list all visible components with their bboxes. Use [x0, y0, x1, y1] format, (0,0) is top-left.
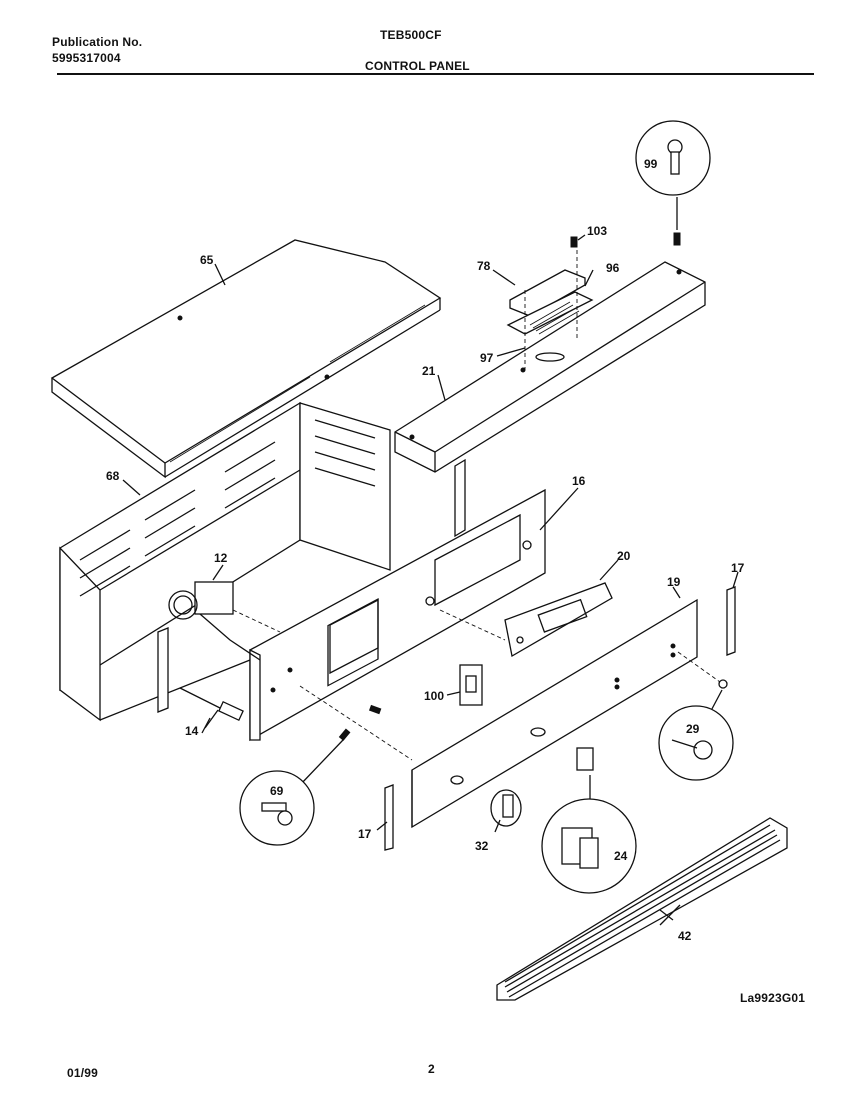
callout-17-right: 17 [731, 561, 745, 575]
callout-32: 32 [475, 839, 489, 853]
callout-42: 42 [678, 929, 692, 943]
inset-circle-69 [239, 770, 315, 846]
publication-number: 5995317004 [52, 51, 121, 65]
callout-65: 65 [200, 253, 214, 267]
callout-16: 16 [572, 474, 586, 488]
callout-69: 69 [270, 784, 284, 798]
lens-assembly-part [506, 250, 594, 370]
inset-circle-29 [658, 705, 734, 781]
screw-103-part [570, 236, 578, 248]
callout-17-left: 17 [358, 827, 372, 841]
callout-14: 14 [185, 724, 199, 738]
callout-68: 68 [106, 469, 120, 483]
inset-circle-24 [541, 798, 637, 894]
knob-part [490, 789, 522, 833]
callout-29: 29 [686, 722, 700, 736]
callout-97: 97 [480, 351, 494, 365]
callout-19: 19 [667, 575, 681, 589]
bottom-grille-part [496, 817, 788, 1001]
callout-20: 20 [617, 549, 631, 563]
wire-harness-part [179, 687, 244, 729]
footer-date: 01/99 [67, 1066, 99, 1080]
inset-circle-99 [635, 120, 711, 196]
callout-100: 100 [424, 689, 444, 703]
screw-99-part [673, 197, 681, 246]
page-number: 2 [428, 1062, 435, 1076]
control-panel-front-part [299, 598, 721, 829]
switch-part [459, 664, 483, 706]
callout-21: 21 [422, 364, 436, 378]
control-bracket-part [249, 488, 546, 742]
rocker-switch-small-part [576, 747, 594, 808]
trim-strip-right-part [726, 586, 736, 656]
callout-leader-lines [122, 234, 739, 921]
top-cover-part [50, 239, 442, 479]
section-title: CONTROL PANEL [365, 59, 470, 73]
callout-78: 78 [477, 259, 491, 273]
callout-103: 103 [587, 224, 607, 238]
trim-strip-left-part [384, 784, 394, 851]
base-housing-part [59, 401, 391, 722]
publication-label: Publication No. [52, 35, 143, 49]
callout-96: 96 [606, 261, 620, 275]
electronic-control-part [439, 582, 613, 658]
callout-12: 12 [214, 551, 228, 565]
thermostat-part [168, 581, 281, 661]
callout-24: 24 [614, 849, 628, 863]
diagram-code: La9923G01 [740, 991, 806, 1005]
model-number: TEB500CF [380, 28, 442, 42]
header-rule [57, 73, 814, 75]
callout-99: 99 [644, 157, 658, 171]
top-trim-part [394, 261, 706, 538]
